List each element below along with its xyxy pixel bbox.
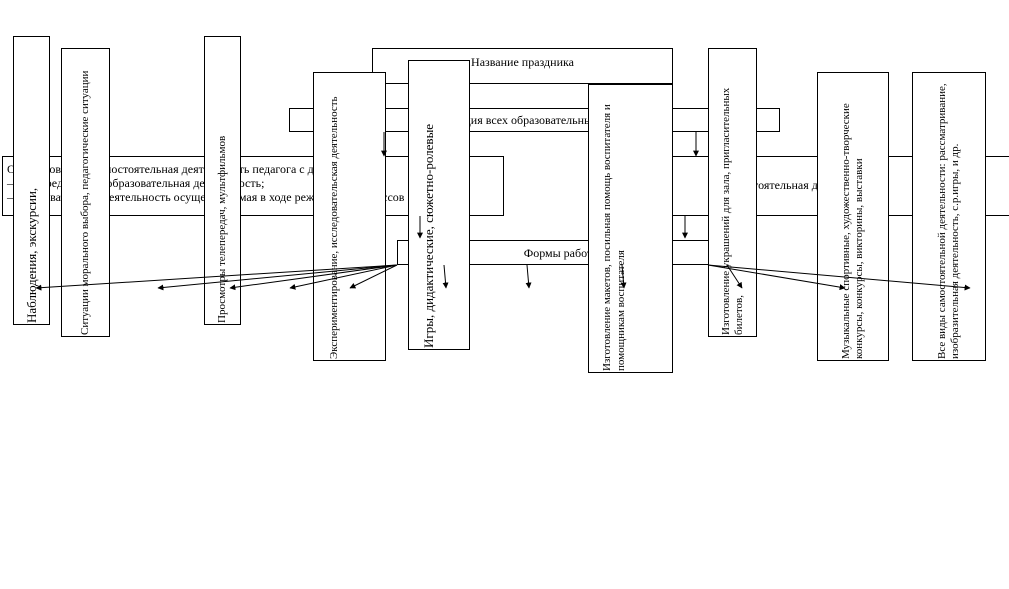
form-games-box: Игры, дидактические, сюжетно-ролевые <box>408 60 470 350</box>
arrow-to-center <box>525 264 532 289</box>
form-experiments-box: Экспериментирование, исследовательская д… <box>313 72 386 361</box>
form-observations-label: Наблюдения, экскурсии, <box>24 187 39 323</box>
holiday-title: Название праздника <box>471 55 574 69</box>
form-all-kinds-label: Все виды самостоятельной деятельности: р… <box>936 83 961 359</box>
form-moral-situations-box: Ситуации морального выбора, педагогическ… <box>61 48 110 337</box>
form-decorations-label: Изготовление украшений для зала, приглас… <box>719 87 745 335</box>
form-layouts-label: Изготовление макетов, посильная помощь в… <box>601 104 627 371</box>
form-games-label: Игры, дидактические, сюжетно-ролевые <box>420 123 436 348</box>
form-experiments-label: Экспериментирование, исследовательская д… <box>327 96 340 359</box>
form-events-label: Музыкальные спортивные, художественно-тв… <box>840 103 865 359</box>
form-layouts-box: Изготовление макетов, посильная помощь в… <box>588 84 673 373</box>
form-tv-viewing-label: Просмотры телепередач, мультфильмов <box>216 135 228 323</box>
form-moral-situations-label: Ситуации морального выбора, педагогическ… <box>79 70 91 335</box>
work-forms-label: Формы работы <box>523 246 601 260</box>
form-all-kinds-box: Все виды самостоятельной деятельности: р… <box>912 72 986 361</box>
form-tv-viewing-box: Просмотры телепередач, мультфильмов <box>204 36 241 325</box>
form-events-box: Музыкальные спортивные, художественно-тв… <box>817 72 889 361</box>
form-decorations-box: Изготовление украшений для зала, приглас… <box>708 48 757 337</box>
form-observations-box: Наблюдения, экскурсии, <box>13 36 50 325</box>
